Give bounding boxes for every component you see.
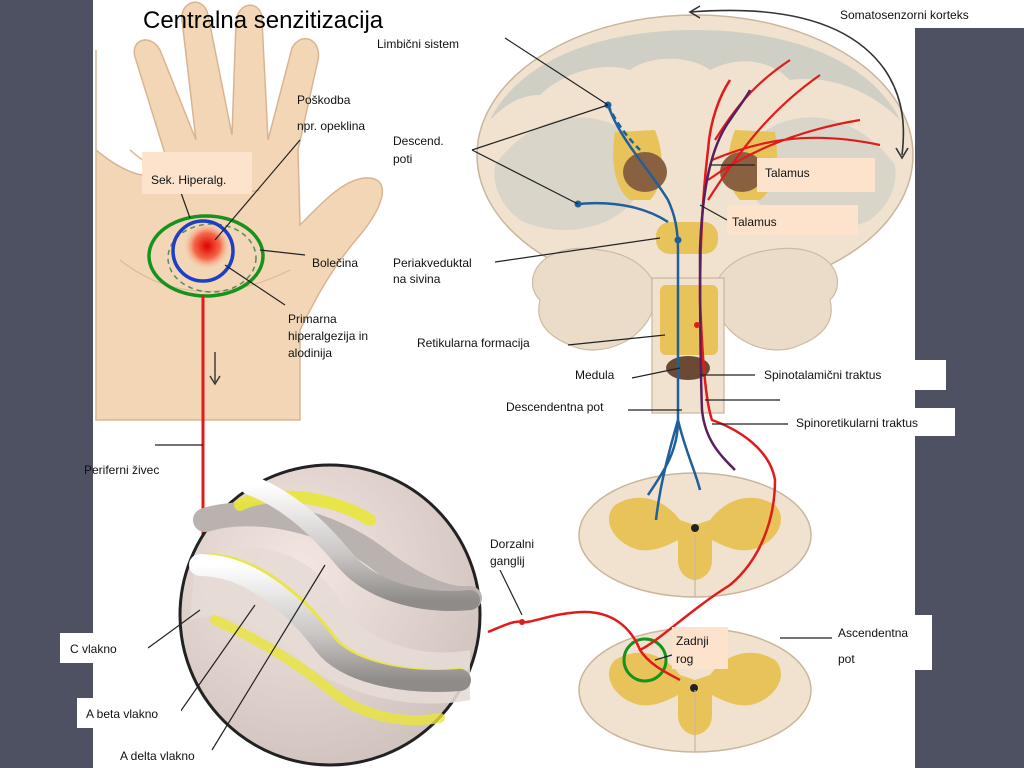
sec-hyperalg-box <box>142 152 252 194</box>
secondary-hyperalgesia-circle <box>147 214 265 298</box>
label-pag-2: na sivina <box>393 272 441 286</box>
pathways <box>487 5 909 682</box>
descending-pathway <box>577 104 702 521</box>
label-pag-1: Periakveduktal <box>393 256 472 270</box>
a-beta-box <box>77 698 181 728</box>
label-c-fiber: C vlakno <box>70 642 117 656</box>
cerebellum-right <box>713 247 839 351</box>
primary-zone-circle <box>171 219 235 283</box>
label-dorsal-2: ganglij <box>490 554 525 568</box>
spinoreticular-pathway <box>698 89 752 471</box>
label-somatosensory: Somatosenzorni korteks <box>840 8 969 22</box>
label-a-beta: A beta vlakno <box>86 707 159 721</box>
label-pain: Bolečina <box>312 256 359 270</box>
label-sec-hyperalg: Sek. Hiperalg. <box>151 173 227 187</box>
spinal-cord-upper <box>578 472 812 598</box>
label-ascending-2: pot <box>838 652 855 666</box>
c-fiber-box <box>60 633 148 663</box>
label-primary-2: hiperalgezija in <box>288 329 369 343</box>
label-limbic: Limbični sistem <box>377 37 460 51</box>
label-dorsal-horn-2: rog <box>676 652 694 666</box>
reticular-formation <box>660 285 718 355</box>
label-medulla: Medula <box>575 368 615 382</box>
label-reticular: Retikularna formacija <box>417 336 530 350</box>
label-peripheral-nerve: Periferni živec <box>84 463 160 477</box>
label-primary-1: Primarna <box>288 312 337 326</box>
label-spinothalamic: Spinotalamični traktus <box>764 368 882 382</box>
cortex-gyri <box>490 30 900 120</box>
label-ascending-1: Ascendentna <box>838 626 909 640</box>
label-dorsal-1: Dorzalni <box>490 537 535 551</box>
thalamus-a-box <box>757 158 875 192</box>
midbrain-pag <box>656 222 718 254</box>
label-thalamus-a: Talamus <box>765 166 810 180</box>
label-descending-path: Descendentna pot <box>506 400 604 414</box>
pointer-lines <box>147 37 835 751</box>
thalamus-dark-right <box>720 152 764 192</box>
label-injury-2: npr. opeklina <box>297 119 366 133</box>
nerve-fiber-magnifier <box>178 463 482 767</box>
cerebellum-left <box>531 247 657 351</box>
dorsal-horn-box <box>672 627 728 669</box>
somatosensory-box <box>832 2 998 26</box>
label-spinoreticular: Spinoretikularni traktus <box>796 416 919 430</box>
label-thalamus-b: Talamus <box>732 215 777 229</box>
ascending-box <box>832 615 932 670</box>
ascending-pathway <box>487 79 777 682</box>
label-primary-3: alodinija <box>288 346 333 360</box>
thalamus-b-box <box>727 205 858 235</box>
spinothalamic-box <box>755 360 946 390</box>
label-dorsal-horn-1: Zadnji <box>676 634 709 648</box>
spinal-cord-lower <box>578 627 812 753</box>
label-descend-2: poti <box>393 152 413 166</box>
label-a-delta: A delta vlakno <box>120 749 195 763</box>
burn-spot <box>183 222 231 270</box>
label-injury-1: Poškodba <box>297 93 351 107</box>
page-title: Centralna senzitizacija <box>143 7 384 34</box>
thalamus-dark-left <box>623 152 667 192</box>
label-descend-1: Descend. <box>393 134 444 148</box>
spinoreticular-box <box>788 408 955 436</box>
dorsal-horn-circle <box>622 637 668 683</box>
